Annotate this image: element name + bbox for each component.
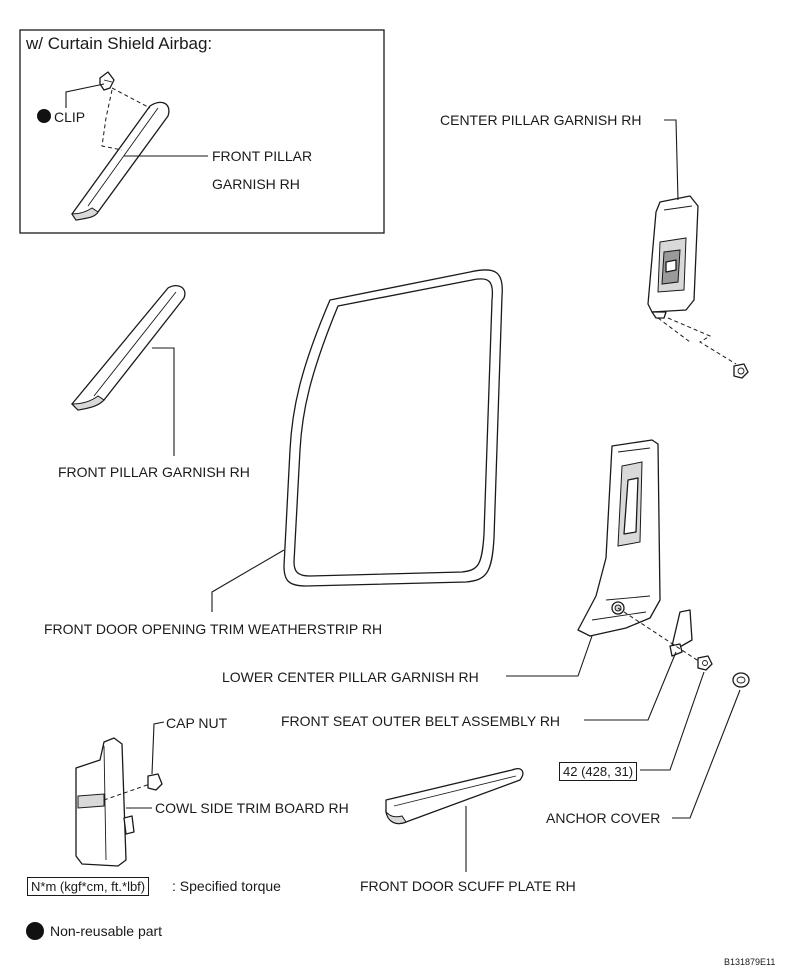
front-pillar-leader	[152, 347, 175, 456]
weatherstrip-leader	[211, 549, 285, 612]
lower-center-pillar-leader	[506, 635, 593, 677]
cap-nut-part	[147, 773, 163, 791]
legend-torque-text: : Specified torque	[172, 878, 281, 894]
weatherstrip-label: FRONT DOOR OPENING TRIM WEATHERSTRIP RH	[44, 621, 383, 637]
clip-leader	[65, 83, 105, 108]
clip-non-reusable-marker-icon	[37, 109, 51, 123]
anchor-cover-part	[732, 672, 750, 688]
cowl-side-trim-part	[75, 737, 135, 867]
inset-front-pillar-label-line1: FRONT PILLAR	[212, 148, 313, 164]
center-pillar-dashed-line	[657, 317, 737, 365]
torque-value-box: 42 (428, 31)	[559, 762, 638, 781]
inset-frame	[19, 29, 385, 234]
cap-nut-dashed-line	[103, 783, 151, 801]
inset-title: w/ Curtain Shield Airbag:	[26, 34, 213, 53]
center-pillar-label: CENTER PILLAR GARNISH RH	[440, 112, 642, 128]
belt-dashed-line	[617, 607, 701, 663]
belt-assembly-leader	[584, 651, 677, 721]
inset-front-pillar-garnish	[71, 101, 170, 221]
weatherstrip-part	[283, 269, 503, 587]
cowl-side-label: COWL SIDE TRIM BOARD RH	[155, 800, 349, 816]
inset-clip-part	[99, 71, 115, 91]
clip-label: CLIP	[54, 109, 86, 125]
legend-non-reusable-icon	[26, 922, 44, 940]
anchor-cover-label: ANCHOR COVER	[546, 810, 661, 826]
front-pillar-label: FRONT PILLAR GARNISH RH	[58, 464, 250, 480]
inset-clip-dashed-line	[101, 87, 151, 151]
figure-code: B131879E11	[724, 957, 776, 967]
cap-nut-label: CAP NUT	[166, 715, 228, 731]
torque-leader	[640, 671, 705, 771]
center-pillar-garnish-part	[647, 195, 699, 319]
center-pillar-leader	[664, 119, 679, 201]
lower-center-pillar-garnish-part	[577, 439, 661, 637]
lower-center-pillar-label: LOWER CENTER PILLAR GARNISH RH	[222, 669, 479, 685]
belt-bolt-part	[697, 655, 713, 671]
scuff-plate-label: FRONT DOOR SCUFF PLATE RH	[360, 878, 576, 894]
front-pillar-garnish-part	[70, 284, 186, 411]
belt-assembly-part	[669, 609, 693, 657]
belt-assembly-label: FRONT SEAT OUTER BELT ASSEMBLY RH	[281, 713, 561, 729]
cap-nut-leader	[151, 721, 165, 775]
inset-front-pillar-label-line2: GARNISH RH	[212, 176, 300, 192]
scuff-plate-part	[385, 768, 524, 825]
legend-non-reusable-text: Non-reusable part	[50, 923, 163, 939]
anchor-cover-leader	[672, 689, 741, 819]
legend-torque-units-box: N*m (kgf*cm, ft.*lbf)	[27, 877, 150, 896]
center-pillar-screw	[733, 363, 749, 379]
